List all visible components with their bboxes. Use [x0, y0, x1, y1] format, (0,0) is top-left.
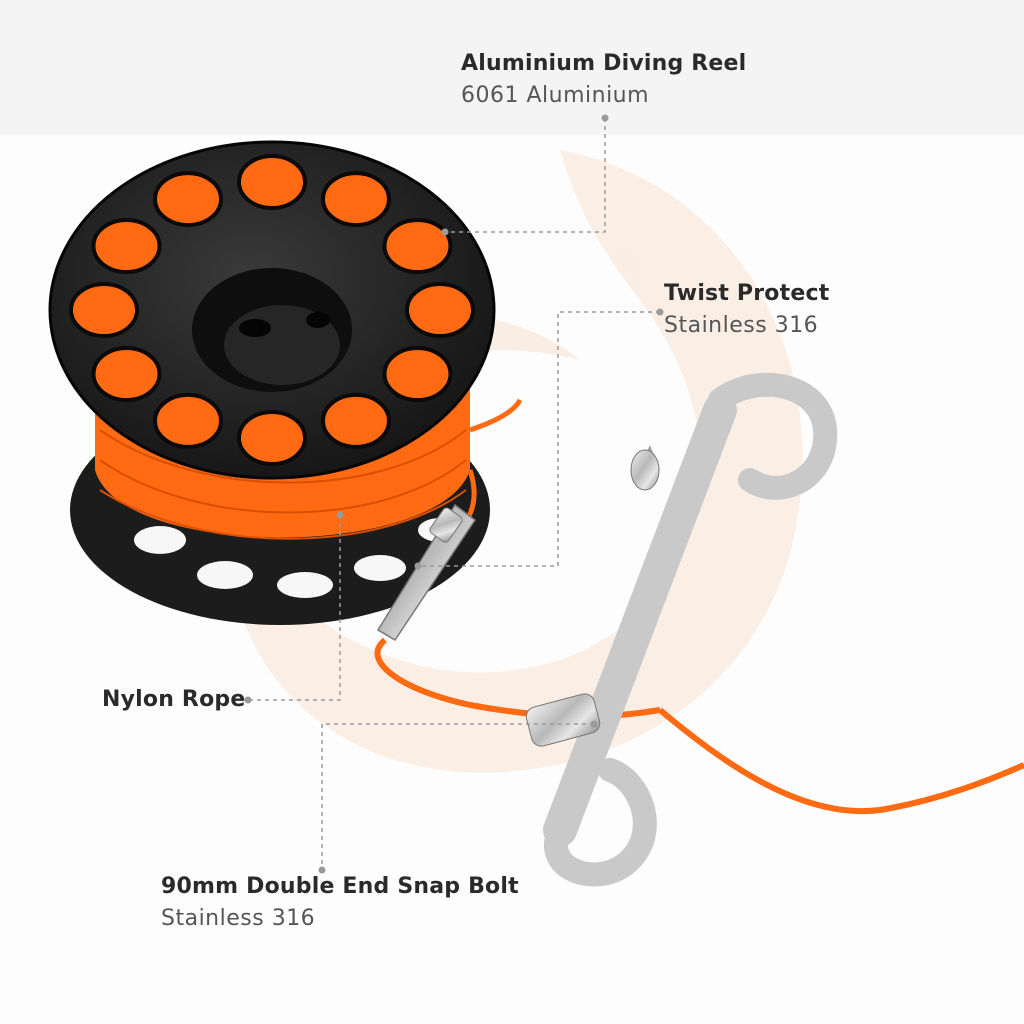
- callout-reel-title: Aluminium Diving Reel: [461, 51, 747, 76]
- flange-hole: [237, 154, 307, 210]
- leader-bolt: [321, 723, 594, 870]
- flange-hole: [69, 282, 139, 338]
- callout-dots: [244, 114, 664, 874]
- flange-hole: [382, 218, 453, 274]
- flange-hole: [321, 171, 391, 228]
- flange-hole: [153, 392, 223, 449]
- callout-reel: Aluminium Diving Reel 6061 Aluminium: [461, 50, 746, 109]
- reel-front-flange: [48, 140, 496, 480]
- flange-hole: [321, 392, 391, 449]
- callout-bolt: 90mm Double End Snap Bolt Stainless 316: [161, 873, 519, 932]
- callout-twist-subtitle: Stainless 316: [664, 312, 819, 338]
- callout-bolt-subtitle: Stainless 316: [161, 905, 316, 931]
- callout-rope: Nylon Rope: [102, 686, 245, 714]
- flange-hole: [237, 410, 307, 466]
- leader-rope: [248, 515, 341, 701]
- callout-leaders: [248, 118, 660, 870]
- twist-protect-swivel: [376, 503, 477, 642]
- leader-twist: [418, 311, 660, 567]
- top-band: [0, 0, 1024, 135]
- flange-hole: [405, 282, 475, 338]
- flange-hole: [153, 171, 223, 228]
- callout-reel-subtitle: 6061 Aluminium: [461, 82, 650, 108]
- flange-hole: [91, 218, 162, 274]
- callout-twist: Twist Protect Stainless 316: [664, 280, 829, 339]
- flange-hole: [382, 346, 453, 402]
- flange-hole: [91, 346, 162, 402]
- leader-reel: [445, 118, 606, 233]
- callout-twist-title: Twist Protect: [664, 281, 830, 306]
- callout-rope-title: Nylon Rope: [102, 687, 246, 712]
- callout-bolt-title: 90mm Double End Snap Bolt: [161, 874, 519, 899]
- snap-bolt: [525, 372, 838, 887]
